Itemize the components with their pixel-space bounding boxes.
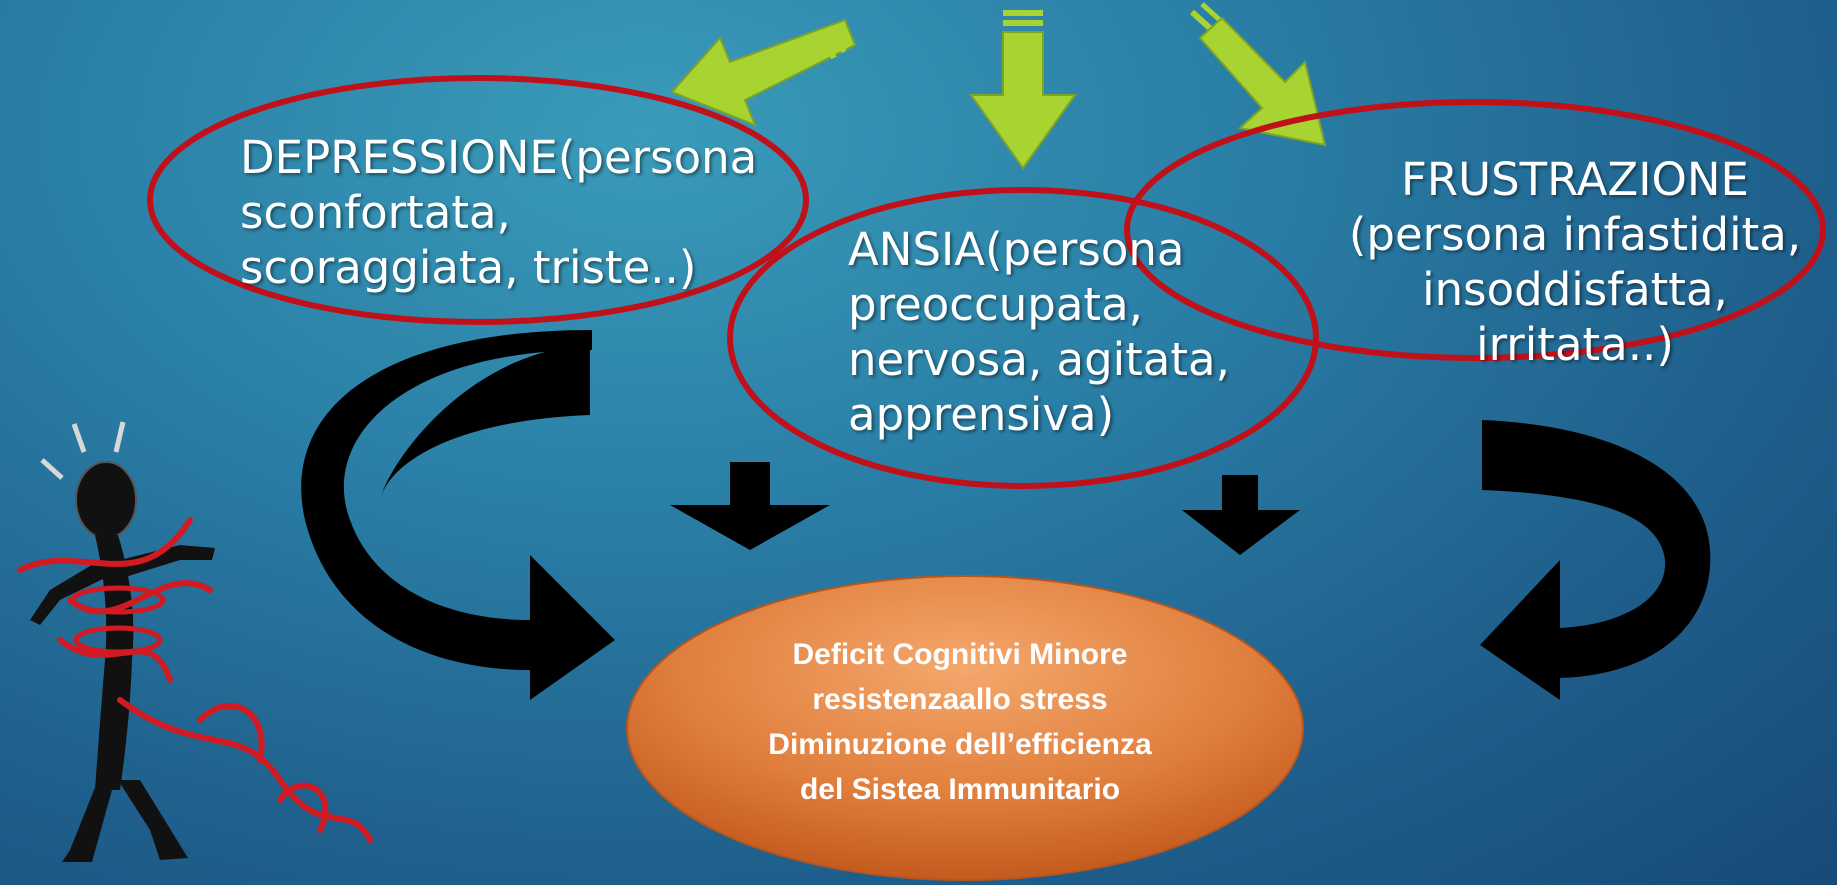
down-arrow-right: [1182, 475, 1300, 555]
label-line: (persona infastidita,: [1348, 208, 1802, 261]
label-line: resistenzaallo stress: [812, 683, 1108, 716]
down-arrow-left: [670, 462, 830, 550]
label-line: FRUSTRAZIONE: [1401, 153, 1749, 206]
label-line: Deficit Cognitivi Minore: [792, 638, 1128, 671]
label-line: DEPRESSIONE(persona: [240, 131, 758, 184]
oval-frustrazione: [1124, 99, 1826, 361]
curved-arrow-right: [1480, 420, 1711, 700]
oval-ansia: [727, 187, 1319, 489]
label-ansia: ANSIA(persona preoccupata, nervosa, agit…: [848, 222, 1288, 442]
label-line: del Sistea Immunitario: [799, 773, 1121, 806]
green-arrow-left: [670, 18, 857, 127]
label-line: sconfortata,: [240, 186, 511, 239]
label-frustrazione: FRUSTRAZIONE (persona infastidita, insod…: [1340, 152, 1810, 372]
label-line: scoraggiata, triste..): [240, 241, 697, 294]
label-effetti: Deficit Cognitivi Minore resistenzaallo …: [720, 632, 1200, 812]
label-line: ANSIA(persona: [848, 223, 1185, 276]
result-ellipse: [626, 575, 1304, 881]
label-line: irritata..): [1476, 318, 1674, 371]
label-line: preoccupata,: [848, 278, 1143, 331]
green-arrow-center: [969, 10, 1077, 170]
oval-depressione: [147, 75, 809, 325]
green-arrow-right: [1189, 2, 1327, 147]
label-line: insoddisfatta,: [1422, 263, 1728, 316]
stick-figure-illustration: [17, 421, 373, 862]
label-line: apprensiva): [848, 388, 1115, 441]
curved-arrow-left: [301, 330, 615, 700]
label-depressione: DEPRESSIONE(persona sconfortata, scoragg…: [240, 130, 780, 295]
label-line: Diminuzione dell’efficienza: [768, 728, 1152, 761]
label-line: nervosa, agitata,: [848, 333, 1230, 386]
